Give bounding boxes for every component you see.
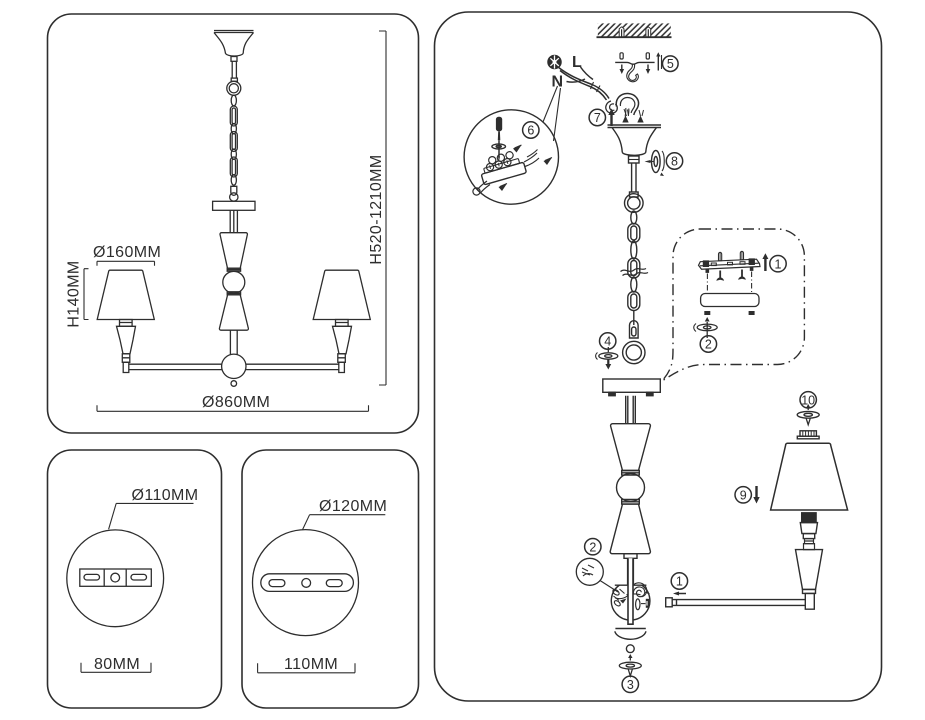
- svg-text:7: 7: [594, 111, 601, 125]
- svg-text:Ø110MM: Ø110MM: [132, 487, 199, 504]
- svg-text:Ø120MM: Ø120MM: [319, 498, 387, 515]
- svg-text:2: 2: [589, 540, 596, 554]
- svg-text:1: 1: [775, 257, 782, 271]
- svg-text:10: 10: [801, 393, 815, 407]
- svg-text:1: 1: [676, 575, 683, 589]
- svg-text:8: 8: [671, 155, 678, 169]
- svg-text:H140MM: H140MM: [66, 260, 83, 327]
- svg-text:5: 5: [667, 57, 674, 71]
- svg-text:110MM: 110MM: [284, 656, 338, 673]
- svg-text:80MM: 80MM: [94, 656, 140, 673]
- svg-text:H520-1210MM: H520-1210MM: [368, 154, 385, 264]
- svg-text:2: 2: [705, 338, 712, 352]
- svg-text:6: 6: [527, 124, 534, 138]
- svg-text:3: 3: [627, 678, 634, 692]
- svg-text:N: N: [552, 74, 564, 91]
- svg-text:Ø860MM: Ø860MM: [202, 394, 270, 411]
- svg-text:L: L: [572, 54, 582, 71]
- svg-text:4: 4: [604, 335, 611, 349]
- svg-text:9: 9: [740, 488, 747, 502]
- svg-text:Ø160MM: Ø160MM: [93, 244, 161, 261]
